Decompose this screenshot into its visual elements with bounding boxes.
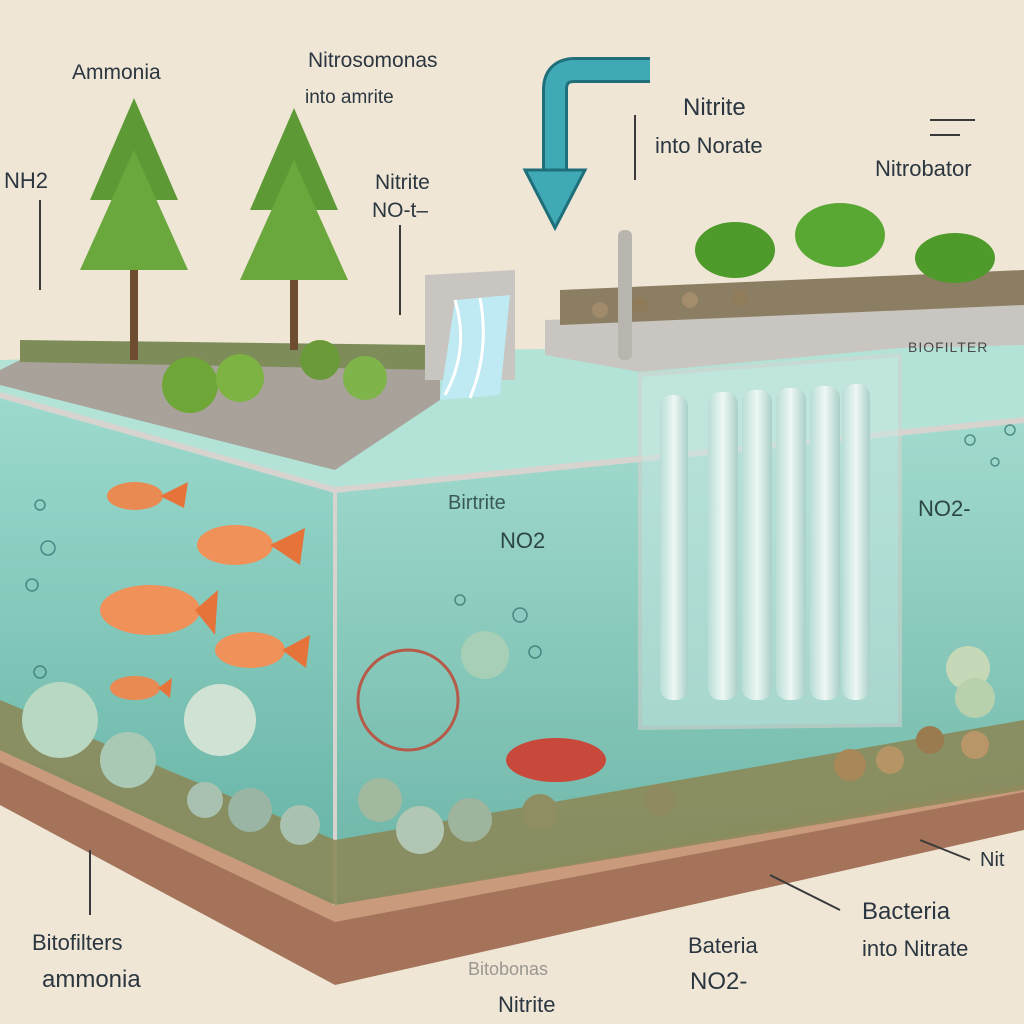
label-nit-right: Nit bbox=[980, 849, 1005, 871]
label-bacteria-right: Bacteria bbox=[862, 898, 951, 925]
label-no2-right: NO2- bbox=[918, 496, 971, 521]
filter-tube-icon bbox=[776, 388, 806, 700]
bubbles bbox=[25, 424, 1016, 679]
label-no2-bottom: NO2- bbox=[690, 968, 748, 995]
fish-icon bbox=[197, 525, 305, 565]
plant-icon bbox=[695, 203, 995, 283]
gravel-bed bbox=[0, 700, 1024, 905]
label-nitrite-top: Nitrite bbox=[683, 94, 746, 121]
label-into-norate: into Norate bbox=[655, 133, 763, 158]
label-no-te: NO-t– bbox=[372, 199, 429, 222]
biofilter-unit bbox=[618, 230, 902, 731]
tree-icon bbox=[240, 108, 348, 350]
label-nitrite-mid: Nitrite bbox=[375, 171, 430, 194]
label-no2-tank: NO2 bbox=[500, 528, 546, 553]
label-nitrosomonas: Nitrosomonas bbox=[308, 49, 438, 72]
fish-icon bbox=[110, 676, 172, 700]
label-bitofilters: Bitofilters bbox=[32, 930, 123, 955]
filter-tube-icon bbox=[660, 395, 688, 700]
soil-base bbox=[0, 745, 1024, 985]
waterfall bbox=[425, 270, 515, 400]
filter-tube-icon bbox=[810, 386, 840, 700]
fish-icon bbox=[100, 585, 218, 635]
fish-icon bbox=[215, 632, 310, 668]
filter-tube-icon bbox=[708, 392, 738, 700]
pipe bbox=[618, 230, 632, 360]
filter-tube-icon bbox=[742, 390, 772, 700]
grow-bed-left bbox=[0, 340, 440, 470]
label-bitobonas: Bitobonas bbox=[468, 959, 549, 979]
bacteria-colonies bbox=[22, 631, 995, 788]
fish-icon bbox=[107, 482, 188, 510]
label-nitrite-bottom: Nitrite bbox=[498, 992, 556, 1017]
tree-icon bbox=[80, 98, 188, 360]
label-nh2: NH2 bbox=[4, 168, 49, 193]
label-nitrobator: Nitrobator bbox=[875, 156, 972, 181]
label-biofilter-sign: BIOFILTER bbox=[908, 339, 989, 355]
filter-tube-icon bbox=[842, 384, 870, 700]
label-into-amrite: into amrite bbox=[305, 87, 394, 108]
label-birtrite: Birtrite bbox=[448, 492, 506, 514]
flow-arrow-icon bbox=[522, 57, 650, 232]
label-bateria: Bateria bbox=[688, 933, 758, 958]
label-ammonia-bottom: ammonia bbox=[42, 966, 141, 993]
leader-lines bbox=[39, 115, 975, 915]
grow-bed-right bbox=[545, 270, 1024, 372]
label-ammonia-top: Ammonia bbox=[72, 61, 161, 84]
label-into-nitrate: into Nitrate bbox=[862, 936, 969, 961]
